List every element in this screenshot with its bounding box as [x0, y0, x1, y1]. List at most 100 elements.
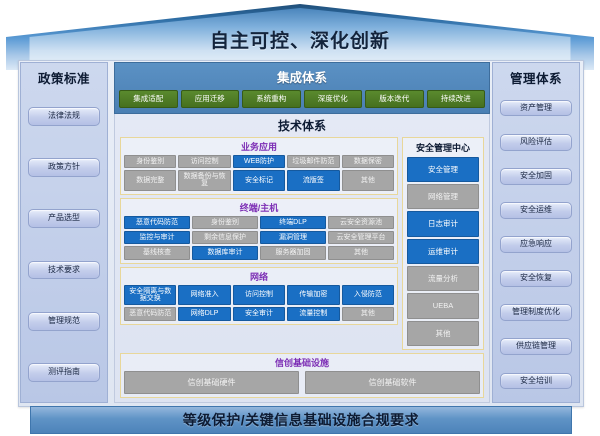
- cell-endpoint-dlp[interactable]: 终端DLP: [260, 215, 326, 229]
- cell-cloud-security-pool[interactable]: 云安全资源池: [328, 215, 394, 229]
- cell-malware-prevention-network[interactable]: 恶意代码防范: [124, 307, 177, 321]
- chip-system-refactor[interactable]: 系统重构: [242, 90, 301, 108]
- sidebar-item-security-recovery[interactable]: 安全恢复: [500, 270, 572, 287]
- sidebar-item-laws[interactable]: 法律法规: [28, 107, 100, 126]
- cell-backup-recovery[interactable]: 数据备份与恢复: [178, 169, 231, 191]
- integration-chip-row: 集成适配 应用迁移 系统重构 深度优化 版本迭代 持续改进: [119, 90, 485, 108]
- grid-endpoint-host: 恶意代码防范 身份鉴别 终端DLP 云安全资源池 监控与审计 剩余信息保护 漏洞…: [124, 215, 394, 260]
- left-pillar-title: 政策标准: [37, 72, 90, 86]
- footer-compliance-bar: 等级保护/关键信息基础设施合规要求: [30, 406, 572, 434]
- sidebar-item-supply-chain[interactable]: 供应链管理: [500, 338, 572, 356]
- sidebar-item-risk-assessment[interactable]: 风险评估: [500, 133, 572, 151]
- security-center-list: 安全管理 网络管理 日志审计 运维审计 流量分析 UEBA 其他: [407, 156, 479, 347]
- cell-security-audit-network[interactable]: 安全审计: [232, 307, 286, 321]
- table-row: 数据完整 数据备份与恢复 安全标记 流版签 其他: [124, 169, 395, 191]
- sidebar-item-system-optimization[interactable]: 管理制度优化: [500, 304, 572, 322]
- chip-continuous-improvement[interactable]: 持续改进: [426, 90, 485, 108]
- tech-groups-column: 业务应用 身份鉴别 访问控制 WEB防护 垃圾邮件防范 数据保密 数据完整: [120, 136, 398, 351]
- integration-title: 集成体系: [276, 71, 327, 85]
- smc-item-log-audit[interactable]: 日志审计: [407, 211, 479, 237]
- chip-deep-optimization[interactable]: 深度优化: [303, 90, 362, 108]
- grid-business-application: 身份鉴别 访问控制 WEB防护 垃圾邮件防范 数据保密 数据完整 数据备份与恢复…: [124, 154, 395, 191]
- grid-network: 安全隔离与数据交换 网络准入 访问控制 传输加密 入侵防范 恶意代码防范 网络D…: [124, 284, 395, 321]
- cell-other-business[interactable]: 其他: [341, 169, 395, 191]
- right-pillar-list: 资产管理 风险评估 安全加固 安全运维 应急响应 安全恢复 管理制度优化 供应链…: [493, 91, 579, 402]
- smc-item-ops-audit[interactable]: 运维审计: [407, 238, 479, 264]
- smc-item-other[interactable]: 其他: [407, 320, 479, 347]
- group-endpoint-host: 终端/主机 恶意代码防范 身份鉴别 终端DLP 云安全资源池 监控与审计 剩余信…: [120, 197, 398, 264]
- cell-access-control-network[interactable]: 访问控制: [232, 284, 286, 306]
- cell-intrusion-prevention[interactable]: 入侵防范: [341, 284, 395, 306]
- cell-residual-info-protection[interactable]: 剩余信息保护: [192, 230, 258, 245]
- chip-app-migration[interactable]: 应用迁移: [180, 90, 239, 108]
- sidebar-item-evaluation-guide[interactable]: 测评指南: [28, 362, 100, 382]
- right-pillar-title: 管理体系: [509, 72, 562, 86]
- chip-version-iteration[interactable]: 版本迭代: [365, 90, 424, 108]
- sidebar-item-policy[interactable]: 政策方针: [28, 158, 100, 178]
- cell-access-control[interactable]: 访问控制: [178, 154, 231, 168]
- cell-other-network[interactable]: 其他: [341, 307, 395, 321]
- cell-vulnerability-management[interactable]: 漏洞管理: [260, 230, 326, 245]
- cell-isolation-data-exchange[interactable]: 安全隔离与数据交换: [124, 284, 177, 306]
- cell-traffic-control[interactable]: 流量控制: [287, 307, 340, 321]
- table-row: 基线核查 数据库审计 服务器加固 其他: [124, 246, 394, 260]
- group-business-application: 业务应用 身份鉴别 访问控制 WEB防护 垃圾邮件防范 数据保密 数据完整: [120, 136, 398, 195]
- center-column: 集成体系 集成适配 应用迁移 系统重构 深度优化 版本迭代 持续改进 技术体系 …: [114, 62, 490, 403]
- sidebar-item-tech-requirements[interactable]: 技术要求: [28, 260, 100, 280]
- cell-flow-version-sign[interactable]: 流版签: [287, 169, 340, 191]
- smc-item-traffic-analysis[interactable]: 流量分析: [407, 265, 479, 292]
- group-title-infrastructure: 信创基础设施: [274, 358, 329, 368]
- cell-network-dlp[interactable]: 网络DLP: [178, 307, 231, 321]
- table-row: 身份鉴别 访问控制 WEB防护 垃圾邮件防范 数据保密: [124, 154, 395, 168]
- cell-identity-auth[interactable]: 身份鉴别: [124, 154, 177, 168]
- table-row: 恶意代码防范 网络DLP 安全审计 流量控制 其他: [124, 307, 395, 321]
- cell-spam-prevention[interactable]: 垃圾邮件防范: [287, 154, 340, 168]
- cell-server-hardening[interactable]: 服务器加固: [260, 246, 326, 260]
- group-security-management-center: 安全管理中心 安全管理 网络管理 日志审计 运维审计 流量分析 UEBA 其他: [402, 136, 484, 350]
- cell-monitoring-audit[interactable]: 监控与审计: [124, 230, 190, 245]
- smc-item-ueba[interactable]: UEBA: [407, 293, 479, 319]
- cell-infra-hardware[interactable]: 信创基础硬件: [124, 371, 299, 394]
- sidebar-item-security-operations[interactable]: 安全运维: [500, 201, 572, 219]
- cell-baseline-check[interactable]: 基线核查: [124, 246, 190, 260]
- cell-data-integrity[interactable]: 数据完整: [124, 169, 177, 191]
- cell-transmission-encryption[interactable]: 传输加密: [287, 284, 340, 306]
- group-network: 网络 安全隔离与数据交换 网络准入 访问控制 传输加密 入侵防范 恶意代码防范: [120, 266, 398, 325]
- cell-other-host[interactable]: 其他: [328, 246, 394, 260]
- security-center-title: 安全管理中心: [415, 142, 470, 153]
- table-row: 监控与审计 剩余信息保护 漏洞管理 云安全管理平台: [124, 230, 394, 245]
- sidebar-item-management-norms[interactable]: 管理规范: [28, 311, 100, 331]
- group-title-network: 网络: [249, 271, 268, 282]
- integration-system-band: 集成体系 集成适配 应用迁移 系统重构 深度优化 版本迭代 持续改进: [114, 62, 490, 114]
- cell-data-confidentiality[interactable]: 数据保密: [341, 154, 395, 168]
- infrastructure-row: 信创基础硬件 信创基础软件: [124, 371, 480, 394]
- cell-security-marking[interactable]: 安全标记: [232, 169, 286, 191]
- smc-item-security-management[interactable]: 安全管理: [407, 156, 479, 182]
- sidebar-item-emergency-response[interactable]: 应急响应: [500, 236, 572, 253]
- cell-infra-software[interactable]: 信创基础软件: [305, 371, 480, 394]
- sidebar-item-product-selection[interactable]: 产品选型: [28, 209, 100, 229]
- tech-body: 业务应用 身份鉴别 访问控制 WEB防护 垃圾邮件防范 数据保密 数据完整: [120, 136, 484, 351]
- cell-network-admission[interactable]: 网络准入: [178, 284, 231, 306]
- left-pillar-policy-standards: 政策标准 法律法规 政策方针 产品选型 技术要求 管理规范 测评指南: [20, 62, 108, 403]
- cell-malware-prevention-host[interactable]: 恶意代码防范: [124, 215, 190, 229]
- group-title-endpoint-host: 终端/主机: [239, 202, 279, 213]
- roof-title: 自主可控、深化创新: [209, 31, 390, 52]
- group-xinchuang-infrastructure: 信创基础设施 信创基础硬件 信创基础软件: [120, 353, 484, 398]
- right-pillar-management-system: 管理体系 资产管理 风险评估 安全加固 安全运维 应急响应 安全恢复 管理制度优…: [492, 62, 580, 403]
- cell-web-protection[interactable]: WEB防护: [232, 154, 286, 168]
- chip-integration-adaptation[interactable]: 集成适配: [119, 90, 178, 108]
- table-row: 恶意代码防范 身份鉴别 终端DLP 云安全资源池: [124, 215, 394, 229]
- cell-cloud-security-platform[interactable]: 云安全管理平台: [328, 230, 394, 245]
- cell-identity-auth-host[interactable]: 身份鉴别: [192, 215, 258, 229]
- sidebar-item-asset-management[interactable]: 资产管理: [500, 99, 572, 117]
- tech-system-panel: 技术体系 业务应用 身份鉴别 访问控制 WEB防护 垃圾邮件防范 数据保密: [114, 113, 490, 403]
- table-row: 安全隔离与数据交换 网络准入 访问控制 传输加密 入侵防范: [124, 284, 395, 306]
- group-title-business-application: 业务应用: [240, 141, 277, 152]
- sidebar-item-security-hardening[interactable]: 安全加固: [500, 167, 572, 185]
- cell-database-audit[interactable]: 数据库审计: [192, 246, 258, 260]
- left-pillar-list: 法律法规 政策方针 产品选型 技术要求 管理规范 测评指南: [21, 91, 107, 402]
- sidebar-item-security-training[interactable]: 安全培训: [500, 372, 572, 390]
- smc-item-network-management[interactable]: 网络管理: [407, 183, 479, 210]
